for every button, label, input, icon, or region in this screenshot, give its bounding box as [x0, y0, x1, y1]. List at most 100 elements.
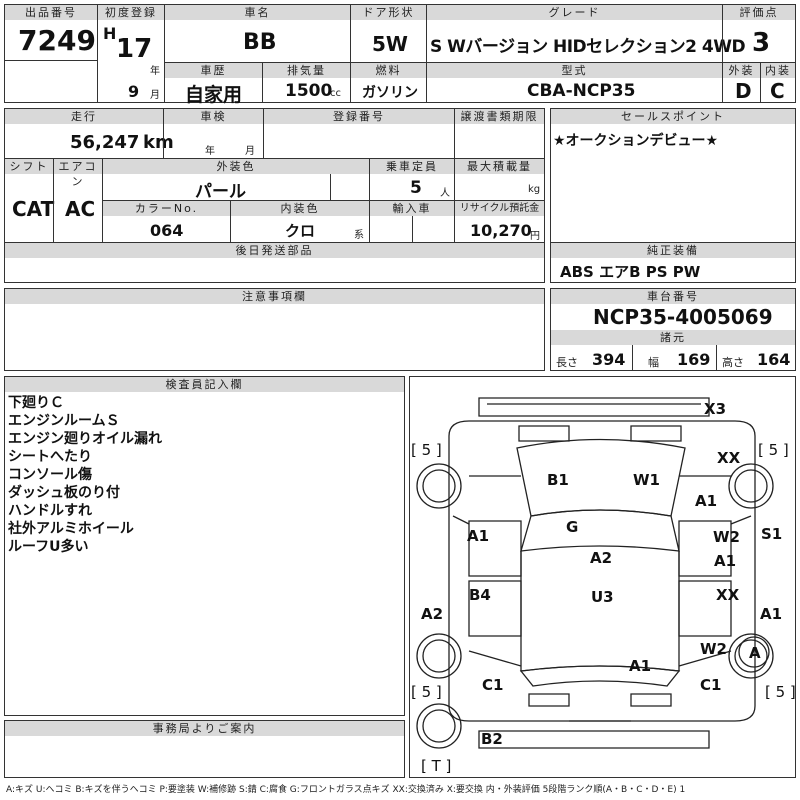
sales-block — [550, 108, 796, 283]
disp-unit: cc — [330, 88, 341, 99]
sales-point: ★オークションデビュー★ — [553, 133, 719, 149]
history-label: 車歴 — [165, 63, 262, 78]
mid-block — [4, 108, 545, 283]
inspect-month-unit: 月 — [245, 146, 255, 157]
era: H — [103, 24, 117, 43]
import-label: 輸入車 — [370, 201, 454, 216]
mark-bracket-5: [ 5 ] — [758, 441, 789, 459]
history: 自家用 — [185, 84, 243, 106]
grade-label: グレード — [427, 5, 722, 20]
load-unit: kg — [528, 184, 541, 195]
equipment: ABS エアB PS PW — [560, 263, 701, 281]
mileage: 56,247 — [70, 132, 140, 153]
ext-label: 外装 — [723, 63, 760, 78]
office-block — [4, 720, 405, 778]
mark-bracket-5: [ 5 ] — [411, 683, 442, 701]
interior-color: クロ — [285, 222, 316, 240]
reg-month: 9 — [128, 82, 140, 101]
note-line: ダッシュ板のり付 — [8, 485, 120, 501]
mark-b1: B1 — [547, 471, 569, 489]
ac: AC — [65, 197, 96, 221]
height: 164 — [757, 350, 791, 369]
note-line: エンジン廻りオイル漏れ — [8, 431, 162, 447]
car-name: BB — [243, 30, 277, 55]
reg-year: 17 — [116, 34, 153, 64]
mark-c1: C1 — [700, 676, 722, 694]
mark-xx: XX — [716, 586, 740, 604]
score: 3 — [752, 28, 771, 58]
shift: CAT — [12, 197, 55, 221]
score-label: 評価点 — [723, 5, 795, 20]
door-label: ドア形状 — [351, 5, 426, 20]
int-grade: C — [770, 79, 785, 103]
note-line: シートへたり — [8, 449, 92, 465]
len-label: 長さ — [556, 356, 578, 369]
month-unit: 月 — [150, 90, 160, 101]
mark-bracket-5: [ 5 ] — [411, 441, 442, 459]
mark-g: G — [566, 518, 579, 536]
mark-w2: W2 — [700, 640, 727, 658]
displacement: 1500 — [285, 81, 333, 101]
width: 169 — [677, 350, 711, 369]
note-line: ハンドルすれ — [8, 503, 92, 519]
year-unit: 年 — [150, 66, 160, 77]
ac-label: エアコン — [54, 159, 102, 188]
grade: S Wバージョン HIDセレクション2 4WD — [430, 37, 746, 57]
equip-label: 純正装備 — [551, 243, 795, 258]
mark-b2: B2 — [481, 730, 503, 748]
mark-a2: A2 — [590, 549, 613, 567]
diagram-block — [409, 376, 796, 778]
office-label: 事務局よりご案内 — [5, 721, 404, 736]
note-line: エンジンルームＳ — [8, 413, 120, 429]
model-label: 型式 — [427, 63, 722, 78]
inspect-label: 車検 — [164, 109, 263, 124]
top-block — [4, 4, 796, 103]
mileage-label: 走行 — [5, 109, 163, 124]
mark-a2: A2 — [421, 605, 444, 623]
doc-label: 譲渡書類期限 — [455, 109, 544, 124]
legend-footer: A:キズ U:ヘコミ B:キズを伴うヘコミ P:要塗装 W:補修跡 S:錆 C:… — [6, 785, 686, 795]
mark-s1: S1 — [761, 525, 783, 543]
inspector-notes: 下廻りＣ エンジンルームＳ エンジン廻りオイル漏れ シートへたり コンソール傷 … — [8, 394, 162, 556]
color-no: 064 — [150, 221, 184, 240]
hei-label: 高さ — [722, 356, 744, 369]
lot-number: 7249 — [18, 24, 96, 57]
inspector-block — [4, 376, 405, 716]
mark-a1: A1 — [760, 605, 783, 623]
note-line: 社外アルミホイール — [8, 521, 134, 537]
mark-u3: U3 — [591, 588, 614, 606]
first-reg-label: 初度登録 — [98, 5, 164, 20]
int-color-label: 内装色 — [231, 201, 369, 216]
door-type: 5W — [372, 32, 408, 56]
inspect-year-unit: 年 — [205, 146, 215, 157]
note-line: コンソール傷 — [8, 467, 92, 483]
ext-grade: D — [735, 79, 752, 103]
mark-w2: W2 — [713, 528, 740, 546]
chassis-number: NCP35-4005069 — [593, 305, 773, 329]
note-line: ルーフU多い — [8, 539, 89, 555]
length: 394 — [592, 350, 626, 369]
plate-label: 登録番号 — [264, 109, 454, 124]
mark-a1: A1 — [629, 657, 652, 675]
recycle-fee: 10,270 — [470, 221, 532, 240]
mark-bracket-5: [ 5 ] — [765, 683, 796, 701]
color-label: 外装色 — [103, 159, 369, 174]
caution-label: 注意事項欄 — [5, 289, 544, 304]
mark-x3: X3 — [704, 400, 727, 418]
wid-label: 幅 — [648, 356, 659, 369]
mileage-unit: km — [143, 132, 174, 153]
mark-a1: A1 — [714, 552, 737, 570]
note-line: 下廻りＣ — [8, 395, 64, 411]
seats: 5 — [410, 178, 422, 198]
seats-label: 乗車定員 — [370, 159, 454, 174]
caution-block — [4, 288, 545, 371]
exterior-color: パール — [195, 182, 246, 202]
recycle-unit: 円 — [530, 231, 540, 242]
color-no-label: カラーNo. — [103, 201, 230, 216]
fuel-label: 燃料 — [351, 63, 426, 78]
chassis-label: 車台番号 — [551, 289, 795, 304]
seats-unit: 人 — [440, 188, 450, 199]
mark-a1: A1 — [695, 492, 718, 510]
mark-t: [ T ] — [421, 757, 452, 775]
name-label: 車名 — [165, 5, 350, 20]
